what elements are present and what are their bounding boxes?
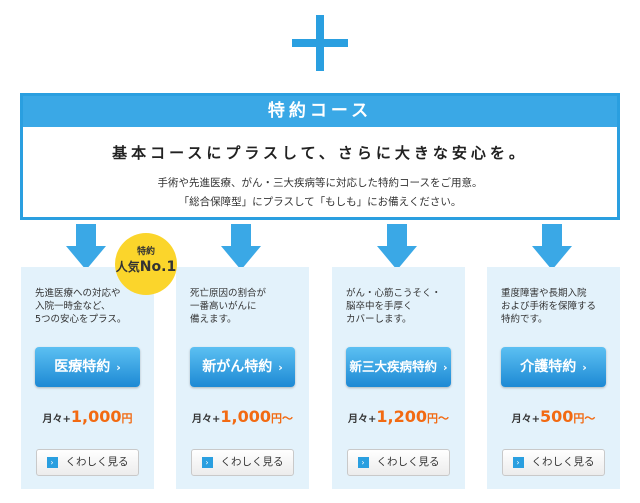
arrow-down-icon [532,224,572,270]
details-label: くわしく見る [220,456,284,468]
details-label: くわしく見る [65,456,129,468]
card-description: 死亡原因の割合が 一番高いがんに 備えます。 [190,288,267,325]
button-label: 新三大疾病特約 [349,359,437,374]
details-button[interactable]: › くわしく見る [502,449,605,476]
arrow-down-icon [377,224,417,270]
chevron-right-icon: › [46,456,58,468]
arrow-down-icon [221,224,261,270]
chevron-right-icon: › [442,361,448,374]
price-prefix: 月々+ [348,414,377,425]
card-description: がん・心筋こうそく・ 脳卒中を手厚く カバーします。 [346,288,442,325]
card-price: 月々+1,000円～ [176,407,309,426]
card-description: 先進医療への対応や 入院一時金など、 5つの安心をプラス。 [35,288,127,325]
button-label: 医療特約 [54,359,111,375]
chevron-right-icon: › [512,456,524,468]
card-price: 月々+1,200円～ [332,407,465,426]
button-label: 新がん特約 [202,359,273,375]
badge-popular: 人気 [115,260,140,274]
banner-desc-line2: 「総合保障型」にプラスして「もしも」にお備えください。 [178,196,462,208]
price-amount: 1,000 [220,407,271,426]
price-amount: 500 [539,407,574,426]
price-prefix: 月々+ [511,414,540,425]
card-cancer: 死亡原因の割合が 一番高いがんに 備えます。 新がん特約 › 月々+1,000円～… [176,267,309,489]
badge-line1: 特約 [136,247,155,257]
price-amount: 1,000 [70,407,122,426]
card-three-major: がん・心筋こうそく・ 脳卒中を手厚く カバーします。 新三大疾病特約 › 月々+1… [332,267,465,489]
price-suffix: 円～ [573,412,596,425]
price-amount: 1,200 [376,407,427,426]
banner-title: 特約コース [23,96,617,127]
price-suffix: 円 [121,412,133,425]
details-button[interactable]: › くわしく見る [191,449,294,476]
card-nursing: 重度障害や長期入院 および手術を保障する 特約です。 介護特約 › 月々+500円… [487,267,620,489]
badge-line2: 人気No.1 [115,258,177,275]
chevron-right-icon: › [582,361,587,374]
three-major-rider-button[interactable]: 新三大疾病特約 › [346,347,451,387]
chevron-right-icon: › [357,456,369,468]
banner-description: 手術や先進医療、がん・三大疾病等に対応した特約コースをご用意。 「総合保障型」に… [23,174,617,212]
banner-lead: 基本コースにプラスして、さらに大きな安心を。 [112,144,528,162]
price-prefix: 月々+ [42,414,71,425]
card-price: 月々+500円～ [487,407,620,426]
medical-rider-button[interactable]: 医療特約 › [35,347,140,387]
plus-icon [292,15,348,71]
nursing-rider-button[interactable]: 介護特約 › [501,347,606,387]
chevron-right-icon: › [116,361,121,374]
banner-desc-line1: 手術や先進医療、がん・三大疾病等に対応した特約コースをご用意。 [157,177,483,189]
button-label: 介護特約 [520,359,577,375]
price-prefix: 月々+ [192,414,221,425]
card-description: 重度障害や長期入院 および手術を保障する 特約です。 [501,288,597,325]
details-label: くわしく見る [531,456,595,468]
card-medical: 先進医療への対応や 入院一時金など、 5つの安心をプラス。 医療特約 › 月々+1… [21,267,154,489]
cancer-rider-button[interactable]: 新がん特約 › [190,347,295,387]
price-suffix: 円～ [271,412,293,425]
special-course-banner: 特約コース 基本コースにプラスして、さらに大きな安心を。 手術や先進医療、がん・… [20,93,620,220]
card-price: 月々+1,000円 [21,407,154,426]
chevron-right-icon: › [201,456,213,468]
details-label: くわしく見る [376,456,440,468]
price-suffix: 円～ [427,412,449,425]
details-button[interactable]: › くわしく見る [36,449,139,476]
details-button[interactable]: › くわしく見る [347,449,450,476]
badge-number: No.1 [139,259,177,275]
arrow-down-icon [66,224,106,270]
chevron-right-icon: › [278,361,283,374]
popular-no1-badge: 特約 人気No.1 [115,233,177,295]
